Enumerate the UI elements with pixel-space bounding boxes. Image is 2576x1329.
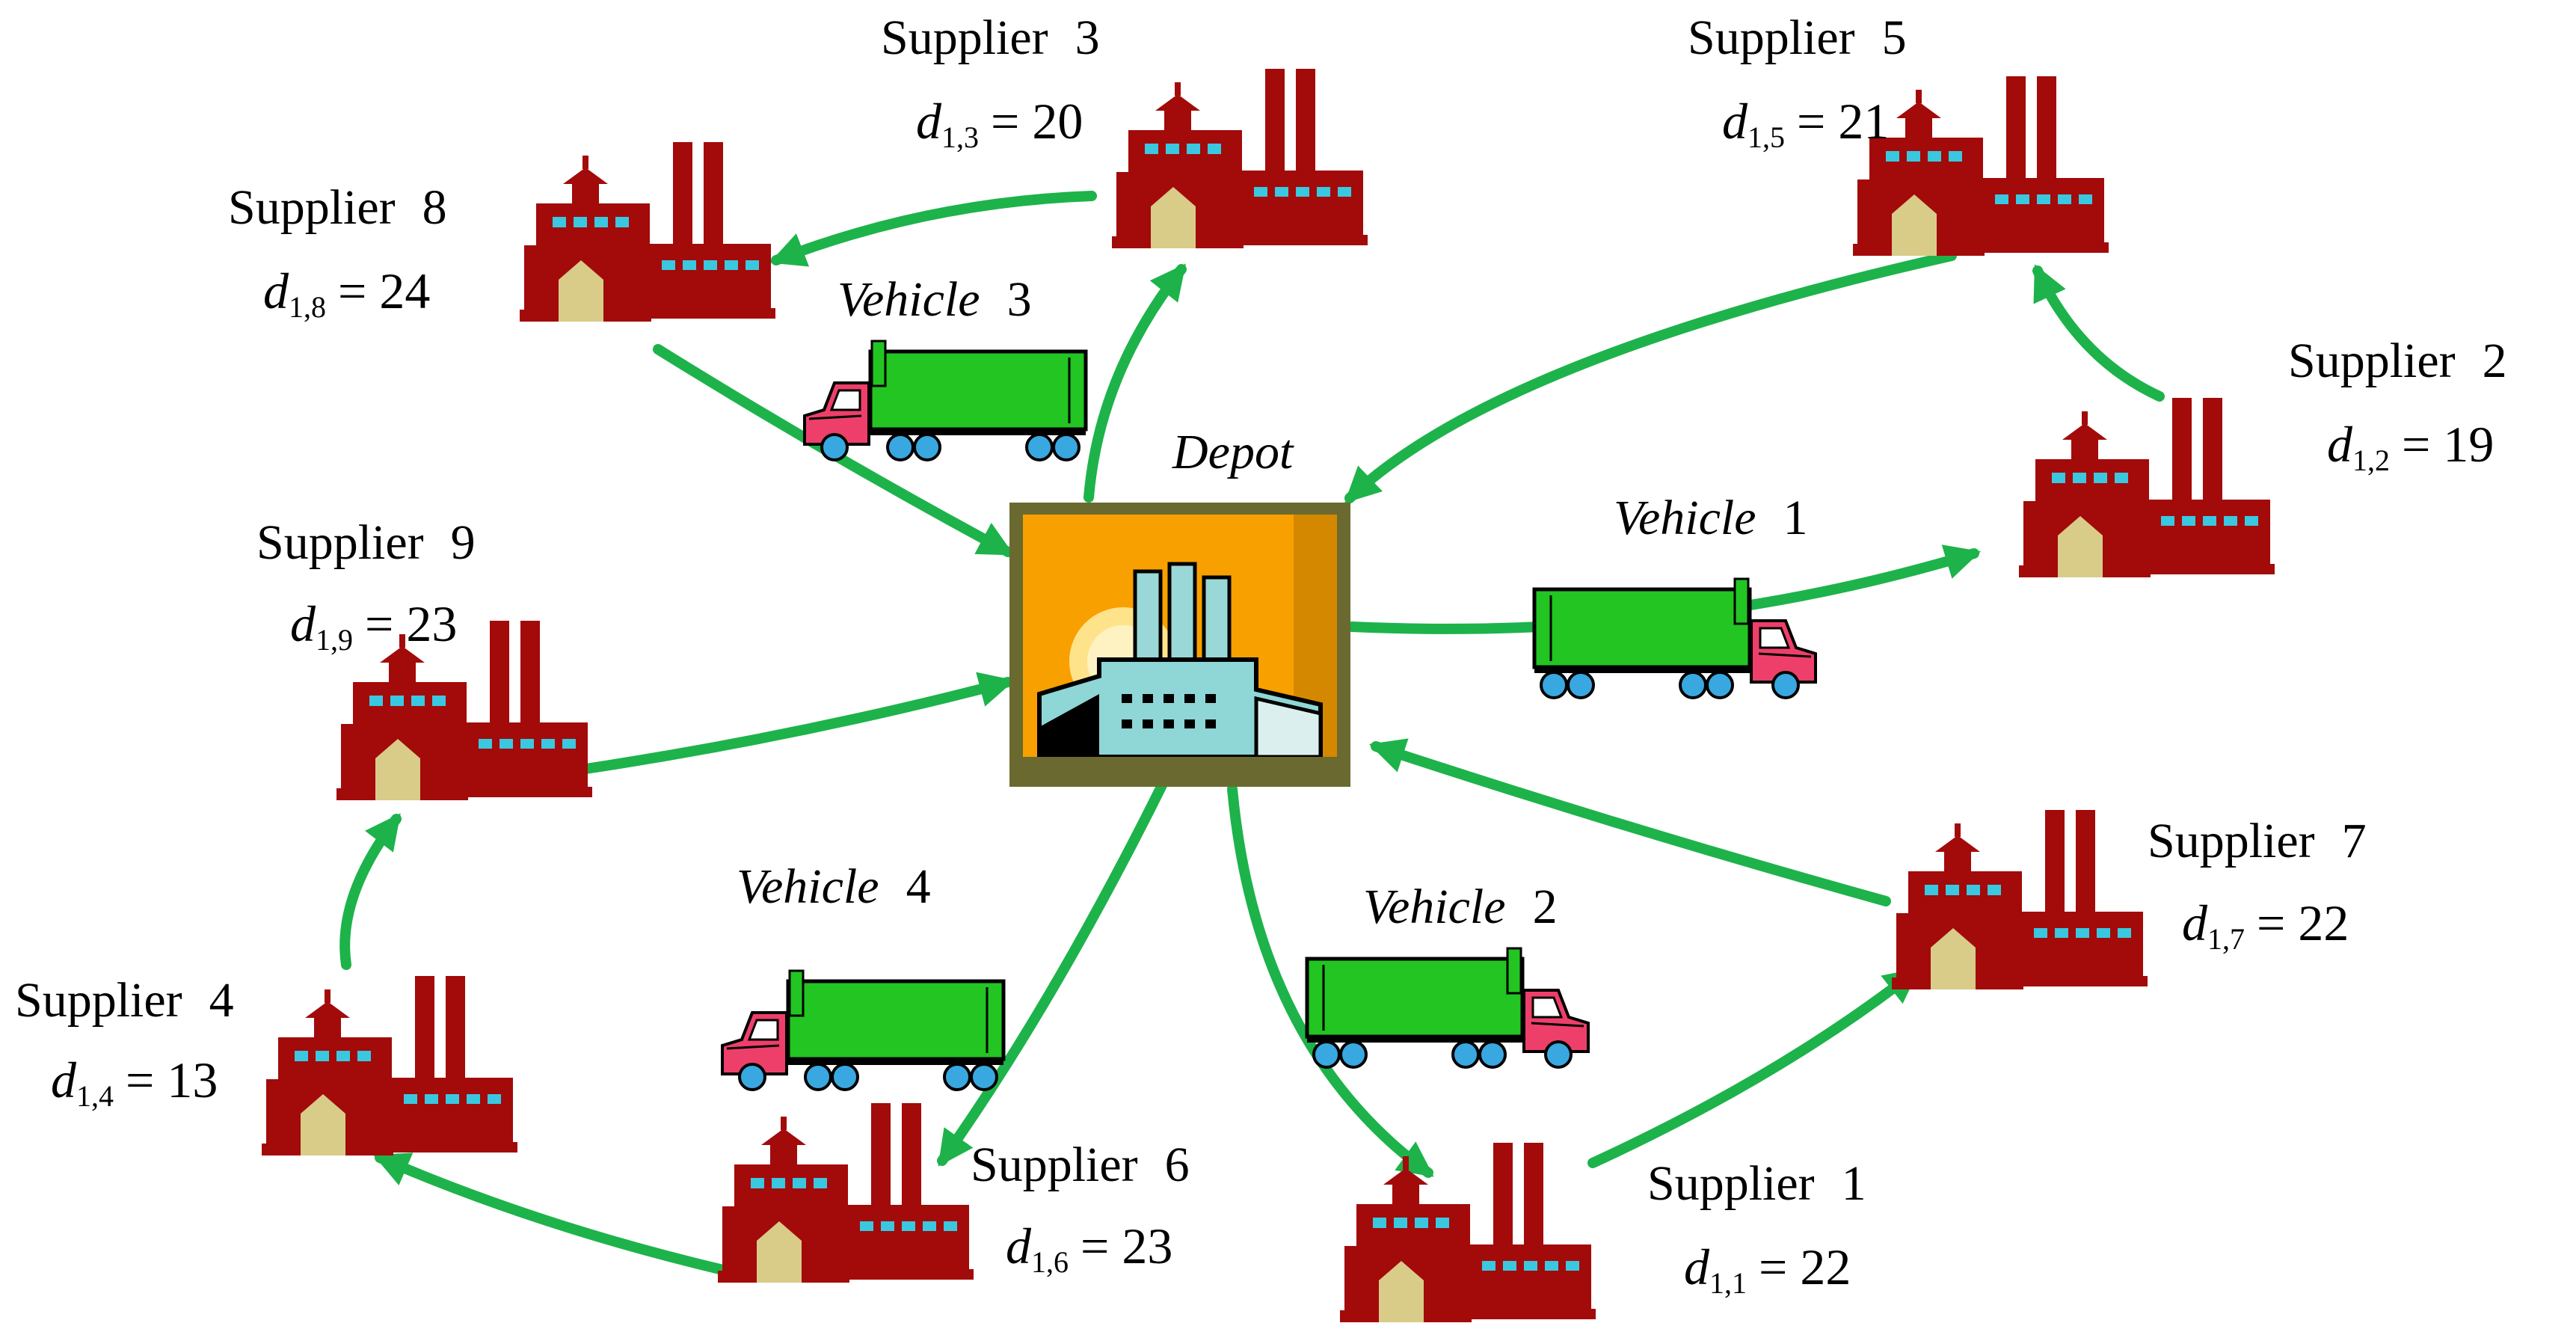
arrow-depot-to-supplier-3: [1083, 263, 1187, 503]
route-arrows: [339, 191, 2165, 1277]
arrow-depot-to-supplier-1: [1227, 784, 1434, 1178]
depot-building-icon: [1009, 503, 1350, 787]
depot-label: Depot: [1172, 425, 1294, 479]
factory-icon: [718, 1103, 974, 1283]
arrow-supplier-3-to-supplier-8: [769, 191, 1097, 267]
supplier-demand: d1,2= 19: [2327, 416, 2494, 477]
supplier-demand: d1,6= 23: [1006, 1218, 1173, 1279]
factory-icon: [2019, 398, 2275, 577]
truck-icon: [1307, 948, 1588, 1067]
arrow-supplier-4-to-supplier-9: [339, 813, 402, 970]
supplier-demand: d1,9= 23: [290, 595, 458, 657]
supplier-demand: d1,4= 13: [51, 1052, 218, 1113]
arrow-supplier-6-to-supplier-4: [373, 1152, 734, 1277]
supplier-demand: d1,8= 24: [263, 263, 431, 324]
factory-icon: [520, 142, 775, 322]
supplier-demand: d1,5= 21: [1722, 93, 1890, 154]
arrow-supplier-2-to-supplier-5: [2032, 264, 2165, 402]
factory-icon: [1853, 76, 2109, 256]
arrow-supplier-9-to-depot: [541, 672, 1015, 780]
factory-icon: [262, 976, 517, 1155]
arrow-supplier-1-to-supplier-7: [1587, 967, 1920, 1168]
truck-icon: [805, 341, 1086, 460]
arrow-supplier-7-to-depot: [1368, 738, 1891, 906]
arrow-supplier-5-to-depot: [1344, 251, 1957, 503]
supplier-demand: d1,7= 22: [2182, 894, 2349, 956]
supplier-demand: d1,3= 20: [916, 93, 1083, 154]
supplier-demand: d1,1= 22: [1684, 1239, 1851, 1300]
factory-icon: [1112, 69, 1368, 248]
arrow-depot-to-supplier-6: [937, 779, 1168, 1167]
truck-icon: [722, 971, 1003, 1090]
factory-icon: [1892, 810, 2148, 989]
factory-icon: [1340, 1143, 1596, 1322]
